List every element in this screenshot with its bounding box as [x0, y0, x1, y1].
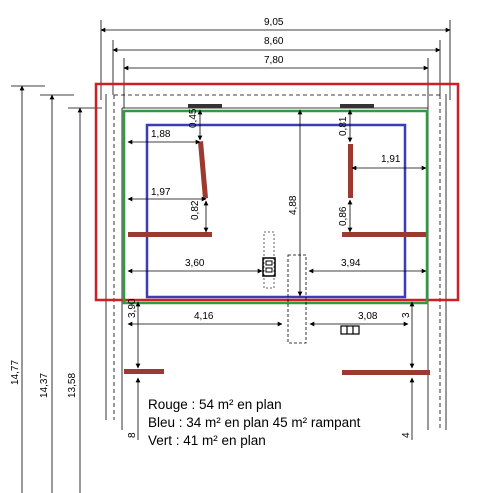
dim-right-vertical-small: 3 [401, 312, 412, 318]
dim-top-middle: 8,60 [264, 36, 284, 47]
dim-left-inner: 13,58 [67, 373, 78, 398]
dim-left-vertical-small: 3,90 [127, 298, 138, 318]
dim-lower-right-height: 0,86 [338, 206, 349, 226]
wall-lines [105, 94, 447, 430]
legend-red: Rouge : 54 m² en plan [148, 397, 282, 412]
dim-right-bottom-cut: 4 [401, 432, 412, 438]
dim-left-bottom-cut: 8 [127, 432, 138, 438]
dim-lower-left-height: 0,82 [190, 200, 201, 220]
red-zone-outline [94, 82, 460, 302]
dim-mid-left-width: 3,60 [185, 258, 205, 269]
dashed-column [287, 254, 307, 344]
legend-blue: Bleu : 34 m² en plan 45 m² rampant [148, 415, 361, 430]
dim-low-left-width: 4,16 [194, 311, 214, 322]
top-dimension-lines [100, 20, 451, 108]
dim-left-middle: 14,37 [39, 373, 50, 398]
dim-top-outer: 9,05 [264, 17, 284, 28]
dim-lower-left-width: 1,97 [151, 187, 171, 198]
dim-mid-right-width: 3,94 [341, 258, 361, 269]
legend: Rouge : 54 m² en plan Bleu : 34 m² en pl… [148, 396, 360, 450]
legend-green: Vert : 41 m² en plan [148, 433, 266, 448]
left-dimension-lines [11, 85, 102, 493]
dim-left-outer: 14,77 [10, 360, 21, 385]
dim-top-inner: 7,80 [264, 55, 284, 66]
dim-low-right-width: 3,08 [358, 311, 378, 322]
interior-dimension-lines [127, 109, 427, 440]
beams [124, 104, 430, 375]
component-symbol [340, 325, 360, 335]
dim-upper-left-height: 0,45 [188, 108, 199, 128]
dim-upper-right-width: 1,91 [381, 154, 401, 165]
dim-center-height: 4,88 [288, 195, 299, 215]
green-zone-outline [122, 109, 429, 305]
blue-zone-outline [145, 123, 407, 299]
stair-symbol [262, 231, 276, 289]
dim-upper-left-width: 1,88 [151, 129, 171, 140]
dim-upper-right-height: 0,81 [338, 116, 349, 136]
